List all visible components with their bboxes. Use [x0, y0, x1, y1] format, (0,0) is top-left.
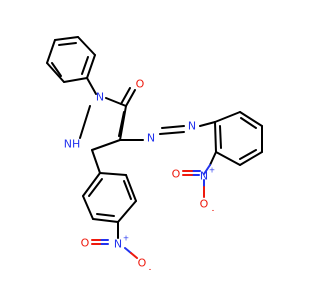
atom-label-nitro-bottom-n: N	[114, 238, 122, 251]
bond	[82, 172, 101, 197]
bond	[240, 117, 257, 129]
atom-label-nitro-bottom-o-double: O	[81, 237, 90, 250]
charge-minus: -	[212, 206, 215, 215]
bond	[88, 178, 103, 197]
charge-plus: +	[123, 234, 129, 243]
bond	[58, 42, 77, 46]
bond	[215, 151, 241, 166]
bond	[239, 149, 257, 160]
bond	[124, 247, 132, 254]
phenyl-ring-top	[46, 36, 96, 83]
pyrazolone-ring	[79, 77, 136, 151]
bond	[86, 77, 97, 95]
bond	[120, 87, 131, 105]
bond	[130, 252, 138, 259]
nitro-group-bottom	[91, 239, 138, 259]
atom-label-carbonyl-o: O	[136, 78, 145, 91]
bond	[159, 131, 185, 135]
bond	[46, 39, 56, 64]
nitrophenyl-ring-right	[203, 111, 263, 175]
atom-labels: N NH O N N N + O O - N + O O -	[64, 78, 215, 274]
bond	[219, 125, 222, 149]
bond	[51, 62, 62, 77]
bond	[86, 54, 96, 79]
atom-label-nh: NH	[64, 138, 81, 151]
bond	[77, 36, 96, 56]
atom-label-nitro-bottom-o-single: O	[138, 257, 147, 270]
charge-minus: -	[149, 265, 152, 274]
bond	[46, 62, 65, 83]
bond	[125, 174, 137, 202]
bond	[99, 172, 127, 176]
atom-label-nitro-top-n: N	[200, 170, 208, 183]
bond	[118, 111, 125, 137]
bond	[105, 97, 127, 107]
nitro-group-top	[182, 170, 205, 198]
atom-label-azo-n2: N	[188, 120, 196, 133]
bond	[214, 121, 217, 153]
bond	[209, 151, 217, 166]
bond	[117, 200, 137, 223]
molecule-structure-diagram: N NH O N N N + O O - N + O O -	[46, 36, 263, 274]
bond	[161, 125, 185, 129]
bond	[63, 77, 88, 83]
bond	[125, 89, 136, 107]
bond	[79, 105, 91, 139]
nitrophenyl-ring-bottom	[82, 149, 137, 239]
bond	[54, 36, 79, 41]
atom-label-n1: N	[96, 91, 104, 104]
atom-label-nitro-top-o-single: O	[200, 198, 209, 211]
bond	[203, 164, 211, 175]
charge-plus: +	[209, 166, 215, 175]
bond	[123, 180, 132, 200]
azo-linkage	[119, 121, 216, 141]
bond	[81, 56, 89, 75]
bond	[119, 105, 127, 141]
bond	[199, 121, 216, 127]
bond	[92, 218, 119, 223]
atom-label-nitro-top-o-double: O	[172, 168, 181, 181]
bond	[239, 151, 263, 166]
bond	[91, 139, 121, 151]
atom-label-azo-n1: N	[147, 132, 155, 145]
bond	[96, 213, 115, 217]
bond	[91, 149, 101, 174]
bond	[214, 111, 241, 123]
bond	[82, 195, 94, 220]
bond	[239, 111, 263, 127]
